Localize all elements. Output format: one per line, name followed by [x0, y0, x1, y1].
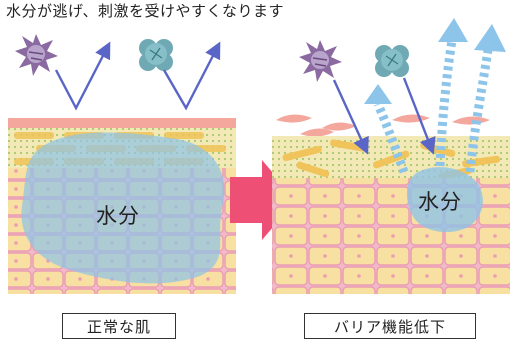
pollen-particle-icon [375, 45, 409, 77]
escape-arrow-icon [465, 24, 506, 173]
label-normal-skin: 正常な肌 [62, 313, 176, 339]
penetration-arrow-icon [402, 77, 436, 155]
water-label-damaged: 水分 [418, 190, 462, 214]
pollen-particle-icon [139, 39, 173, 71]
water-label-normal: 水分 [96, 204, 140, 228]
escape-arrow-icon [364, 84, 409, 174]
irritant-particle-icon [15, 34, 58, 76]
penetration-arrow-icon [332, 79, 369, 155]
transition-arrow-icon [230, 160, 296, 240]
escape-arrow-icon [435, 18, 468, 167]
reflection-arrow-icon [54, 41, 111, 111]
reflection-arrow-icon [162, 41, 221, 111]
diagram-caption: 水分が逃げ、刺激を受けやすくなります [6, 2, 284, 20]
water-blob-left [21, 132, 225, 284]
label-barrier-decline: バリア機能低下 [304, 313, 476, 339]
irritant-particle-icon [299, 40, 342, 82]
water-blob-right [406, 167, 483, 233]
